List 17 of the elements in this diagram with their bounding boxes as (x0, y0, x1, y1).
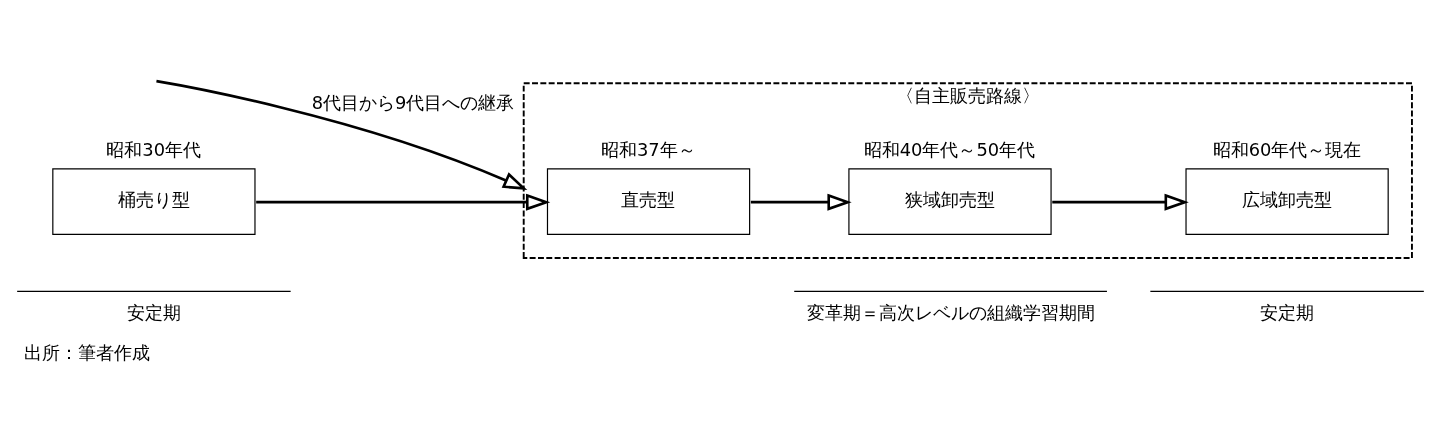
edge-label: 8代目から9代目への継承 (311, 92, 515, 114)
arrow (156, 79, 528, 190)
node-box: 広域卸売型 (1185, 168, 1389, 235)
node-label: 昭和37年～ (601, 138, 696, 160)
label: 変革期＝高次レベルの組織学習期間 (807, 301, 1096, 323)
node-box: 狭域卸売型 (848, 168, 1052, 235)
node-label: 昭和30年代 (106, 138, 202, 160)
node-box: 桶売り型 (52, 168, 256, 235)
node-box: 直売型 (546, 168, 751, 235)
node-label: 昭和60年代～現在 (1212, 138, 1362, 160)
node-label: 昭和40年代～50年代 (863, 138, 1036, 160)
label: 安定期 (1259, 301, 1314, 323)
arrow (1052, 193, 1189, 211)
label: 安定期 (126, 301, 181, 323)
caption: 出所：筆者作成 (24, 341, 151, 363)
arrow (256, 193, 551, 211)
arrow (750, 193, 852, 211)
